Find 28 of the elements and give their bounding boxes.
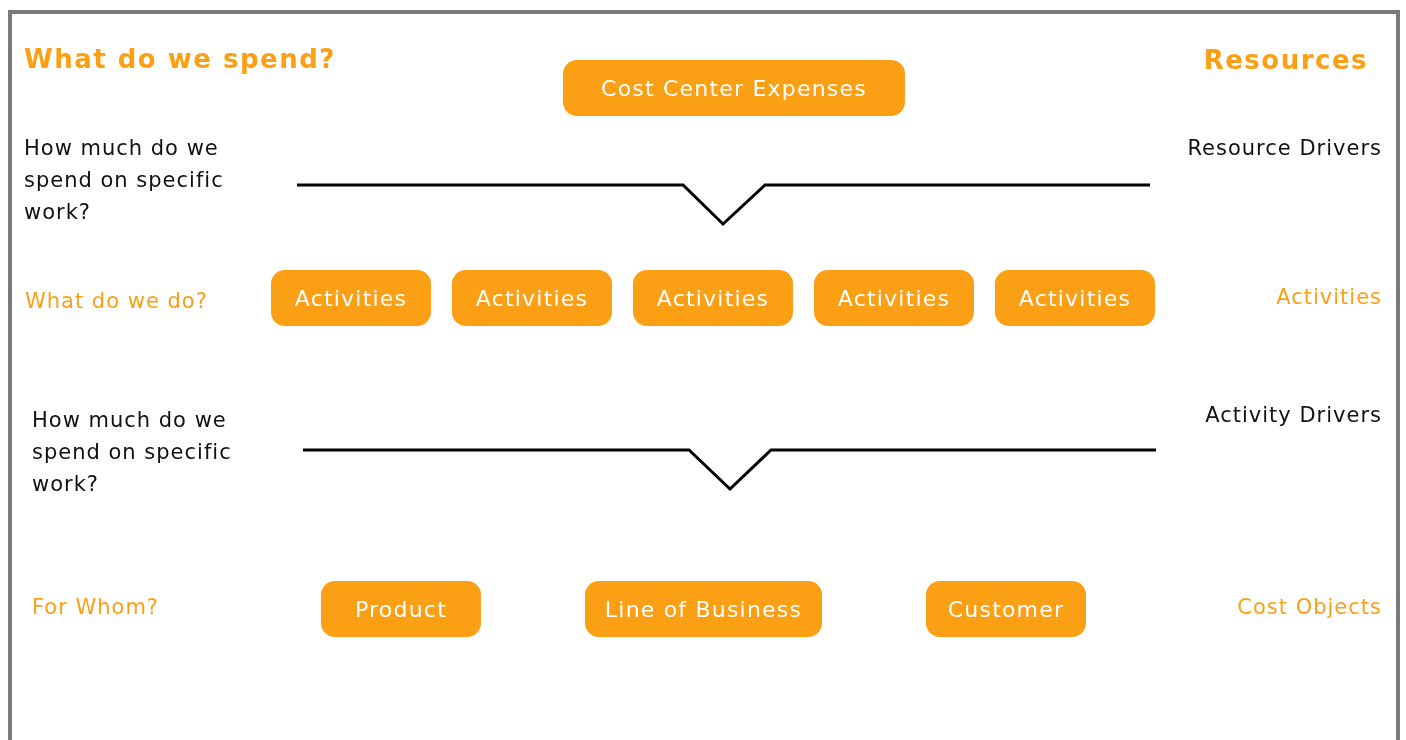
rounded-box	[321, 581, 481, 637]
heading: Resources	[1203, 44, 1368, 76]
side-label: Resource Drivers	[1187, 135, 1382, 162]
title: What do we spend?	[24, 44, 336, 74]
box-label: Activities	[837, 285, 951, 311]
side-label: How much do we spend on specific work?	[24, 135, 224, 226]
rounded-box	[585, 581, 822, 637]
box-label: Activities	[475, 285, 589, 311]
box-label: Activities	[1018, 285, 1132, 311]
rounded-box	[926, 581, 1086, 637]
box-label: Cost Center Expenses	[601, 75, 867, 101]
box-label: Line of Business	[604, 596, 803, 622]
side-label: Activities	[1276, 284, 1382, 311]
rounded-box	[271, 270, 431, 326]
side-label: For Whom?	[32, 594, 159, 621]
rounded-box	[814, 270, 974, 326]
side-label: What do we do?	[25, 288, 208, 315]
side-label: Cost Objects	[1237, 594, 1382, 621]
rounded-box	[995, 270, 1155, 326]
box-label: Product	[355, 596, 447, 622]
side-label: How much do we spend on specific work?	[32, 407, 232, 498]
rounded-box	[563, 60, 905, 116]
box-label: Customer	[947, 596, 1065, 622]
rounded-box	[633, 270, 793, 326]
box-label: Activities	[294, 285, 408, 311]
rounded-box	[452, 270, 612, 326]
box-label: Activities	[656, 285, 770, 311]
side-label: Activity Drivers	[1205, 402, 1382, 429]
